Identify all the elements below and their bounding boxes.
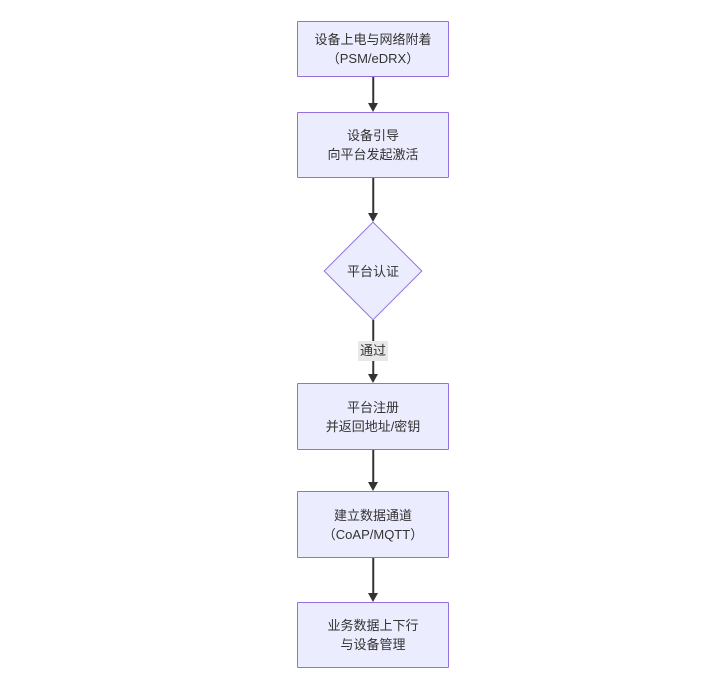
node-text-line: 并返回地址/密钥 — [325, 418, 421, 434]
node-text-line: 与设备管理 — [340, 637, 406, 652]
edge-n4-n5 — [372, 450, 374, 483]
arrowhead-down-icon — [368, 593, 378, 602]
edge-n1-n2 — [372, 77, 374, 104]
arrowhead-down-icon — [368, 482, 378, 491]
node-text-line: （PSM/eDRX） — [326, 51, 420, 66]
arrowhead-down-icon — [368, 374, 378, 383]
arrowhead-down-icon — [368, 213, 378, 222]
node-text-line: 平台注册 — [346, 399, 399, 415]
node-text-line: 业务数据上下行 — [327, 618, 419, 633]
edge-n5-n6 — [372, 558, 374, 594]
node-data-channel: 建立数据通道 （CoAP/MQTT） — [297, 491, 449, 558]
node-power-network-attach: 设备上电与网络附着 （PSM/eDRX） — [297, 21, 449, 77]
node-device-bootstrap: 设备引导 向平台发起激活 — [297, 112, 449, 178]
arrowhead-down-icon — [368, 103, 378, 112]
node-platform-register: 平台注册 并返回地址/密钥 — [297, 383, 449, 450]
node-business-data-mgmt: 业务数据上下行 与设备管理 — [297, 602, 449, 668]
edge-label-pass: 通过 — [357, 341, 389, 361]
node-text-line: 平台认证 — [346, 264, 399, 279]
node-text-line: （CoAP/MQTT） — [322, 526, 424, 542]
node-text-line: 向平台发起激活 — [327, 147, 419, 162]
edge-n2-n3 — [372, 178, 374, 214]
node-text-line: 建立数据通道 — [333, 507, 412, 523]
node-text-line: 设备上电与网络附着 — [314, 32, 432, 47]
node-text-line: 设备引导 — [346, 128, 399, 143]
